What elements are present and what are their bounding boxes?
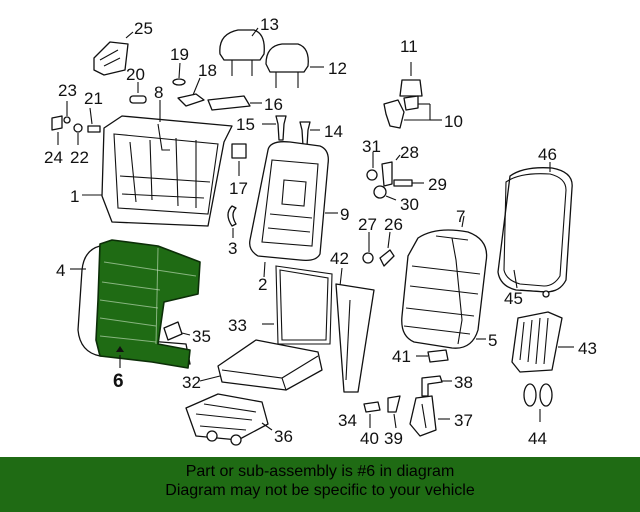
callout-8: 8 <box>154 83 163 102</box>
callout-45: 45 <box>504 289 523 308</box>
callout-16: 16 <box>264 95 283 114</box>
part-1-seatback-frame <box>101 115 233 227</box>
callout-20: 20 <box>126 65 145 84</box>
part-18-plate <box>177 93 205 107</box>
callout-4: 4 <box>56 261 65 280</box>
part-36-base-frame <box>185 393 269 446</box>
callout-25: 25 <box>134 19 153 38</box>
callout-30: 30 <box>400 195 419 214</box>
callout-13: 13 <box>260 15 279 34</box>
callout-17: 17 <box>229 179 248 198</box>
callout-35: 35 <box>192 327 211 346</box>
banner-line-1: Part or sub-assembly is #6 in diagram <box>185 463 455 480</box>
part-33-wire <box>275 265 333 345</box>
seat-parts-diagram: 25 19 20 18 13 12 11 23 21 8 16 10 15 14… <box>44 15 597 448</box>
callout-18: 18 <box>198 61 217 80</box>
callout-15: 15 <box>236 115 255 134</box>
callout-43: 43 <box>578 339 597 358</box>
callout-24: 24 <box>44 148 63 167</box>
part-46-frame <box>497 167 573 298</box>
callout-29: 29 <box>428 175 447 194</box>
callout-36: 36 <box>274 427 293 446</box>
callout-26: 26 <box>384 215 403 234</box>
callout-6[interactable]: 6 <box>113 371 124 392</box>
callout-44: 44 <box>528 429 547 448</box>
callout-34: 34 <box>338 411 357 430</box>
part-13-headrest <box>219 29 265 76</box>
callout-38: 38 <box>454 373 473 392</box>
part-20-trim <box>129 95 147 104</box>
callout-39: 39 <box>384 429 403 448</box>
part-12-headrest <box>265 43 309 88</box>
callout-3: 3 <box>228 239 237 258</box>
callout-21: 21 <box>84 89 103 108</box>
callout-33: 33 <box>228 316 247 335</box>
callout-41: 41 <box>392 347 411 366</box>
callout-2: 2 <box>258 275 267 294</box>
callout-10: 10 <box>444 112 463 131</box>
part-9-seatback-pad <box>249 141 329 262</box>
callout-19: 19 <box>170 45 189 64</box>
callout-11: 11 <box>400 37 418 56</box>
callout-32: 32 <box>182 373 201 392</box>
banner-line-2: Diagram may not be specific to your vehi… <box>165 482 475 499</box>
part-32-cushion <box>217 339 323 391</box>
callout-28: 28 <box>400 143 419 162</box>
callout-42: 42 <box>330 249 349 268</box>
callout-14: 14 <box>324 122 343 141</box>
part-43-panel <box>511 311 563 373</box>
callout-27: 27 <box>358 215 377 234</box>
callout-37: 37 <box>454 411 473 430</box>
callout-1: 1 <box>70 187 79 206</box>
part-6-highlighted[interactable] <box>95 239 201 369</box>
callout-7: 7 <box>456 207 465 226</box>
part-16-hinge <box>207 95 251 111</box>
info-banner: Part or sub-assembly is #6 in diagram Di… <box>0 457 640 512</box>
callout-22: 22 <box>70 148 89 167</box>
callout-12: 12 <box>328 59 347 78</box>
callout-31: 31 <box>362 137 381 156</box>
part-34-rod <box>335 283 375 393</box>
part-25-bracket <box>93 41 129 76</box>
callout-46: 46 <box>538 145 557 164</box>
part-19-clip <box>172 78 186 86</box>
part-37-bracket <box>409 395 437 437</box>
callout-23: 23 <box>58 81 77 100</box>
callout-5: 5 <box>488 331 497 350</box>
callout-40: 40 <box>360 429 379 448</box>
callout-9: 9 <box>340 205 349 224</box>
part-7-seatback <box>401 229 488 349</box>
